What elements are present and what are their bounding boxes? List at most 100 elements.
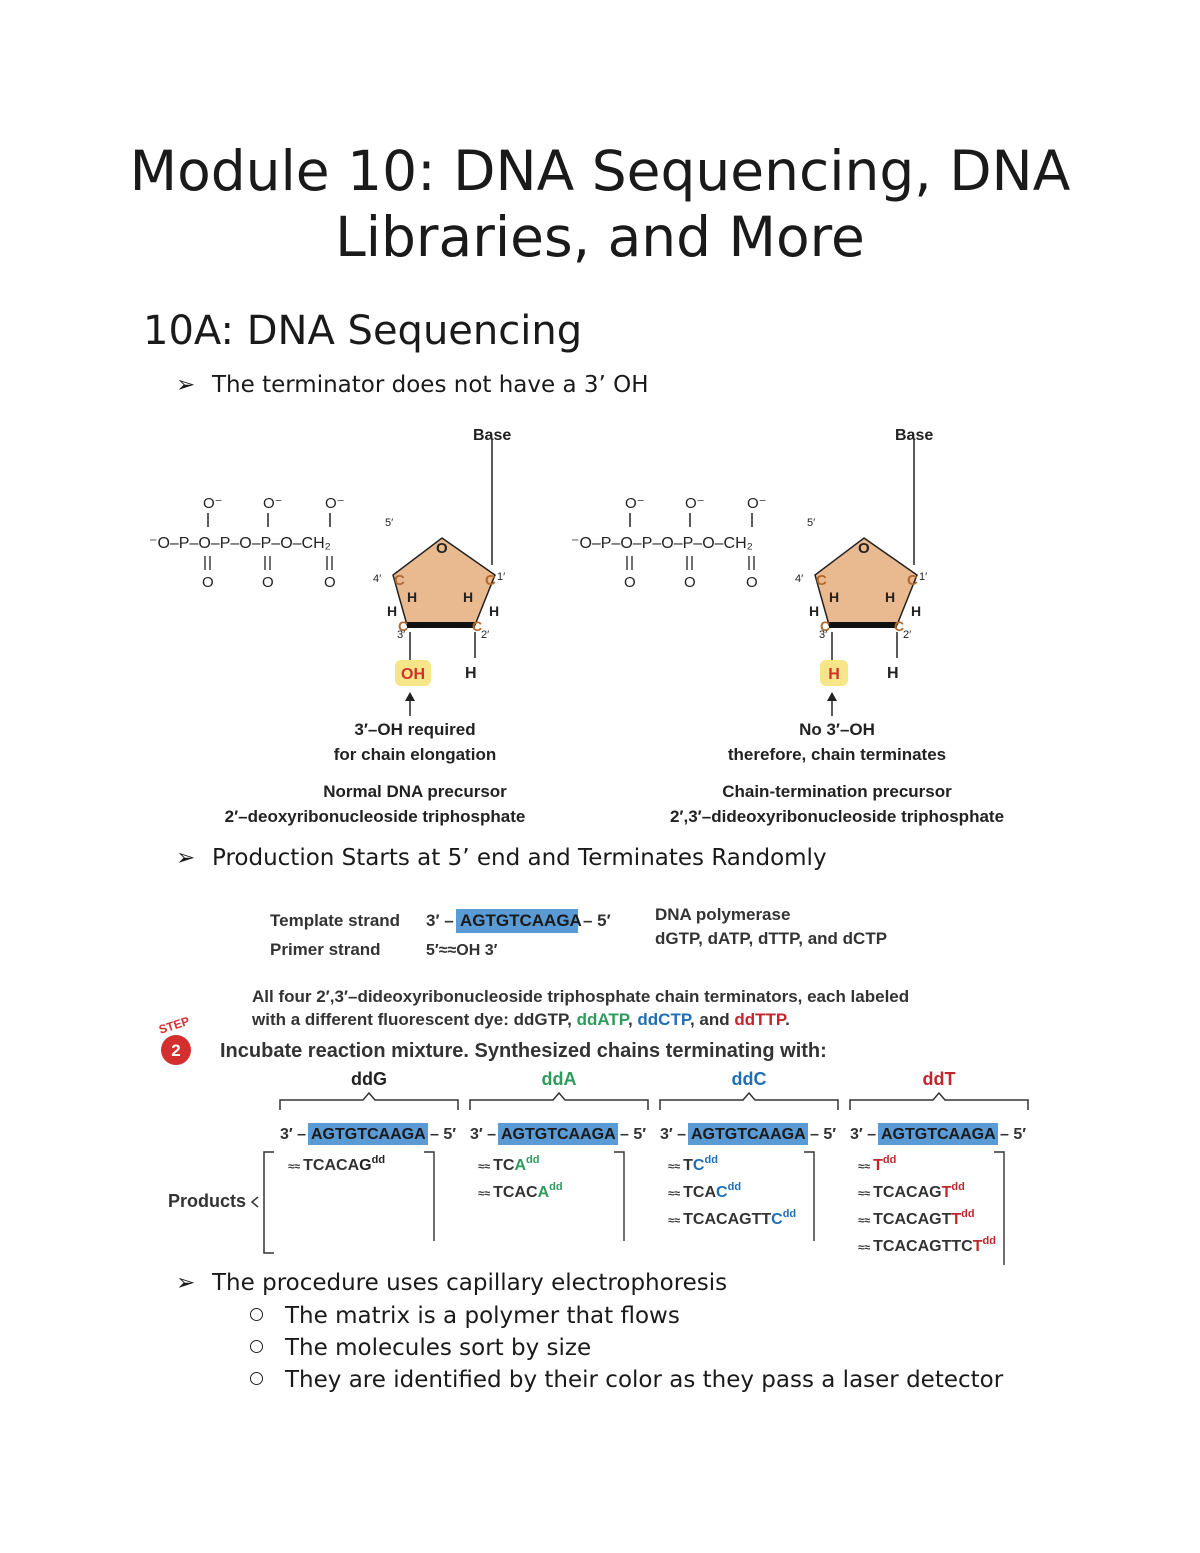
terminators-line-1: All four 2′,3′–dideoxyribonucleoside tri… xyxy=(252,987,909,1006)
o-minus-label: O⁻ xyxy=(263,495,283,512)
terminators-line-2: with a different fluorescent dye: ddGTP, xyxy=(251,1010,577,1029)
step-number: 2 xyxy=(171,1041,180,1060)
ddttp-label: ddTTP xyxy=(734,1010,787,1029)
svg-text:C: C xyxy=(820,618,830,634)
svg-text:1′: 1′ xyxy=(919,571,927,583)
ddatp-label: ddATP xyxy=(577,1010,630,1029)
svg-text:– 5′: – 5′ xyxy=(583,911,611,930)
template-highlight xyxy=(688,1123,808,1145)
oh-group-label: OH xyxy=(401,666,425,683)
product-sequence: ≈≈ TCACAGTTdd xyxy=(858,1208,975,1228)
products-bracket xyxy=(263,1151,274,1254)
svg-text:O: O xyxy=(858,540,870,557)
svg-text:C: C xyxy=(485,572,496,589)
svg-text:4′: 4′ xyxy=(373,573,381,585)
svg-text:H: H xyxy=(885,589,895,605)
primer-strand-label: Primer strand xyxy=(270,940,381,959)
product-sequence: ≈≈ TCdd xyxy=(668,1154,718,1174)
template-highlight xyxy=(878,1123,998,1145)
product-bracket xyxy=(614,1151,625,1241)
svg-text:C: C xyxy=(394,572,405,589)
template-sequence: AGTGTCAAGA xyxy=(311,1126,426,1143)
sub-bullet-2: The molecules sort by size xyxy=(250,1333,591,1363)
template-strand-label: Template strand xyxy=(270,911,400,930)
template-highlight xyxy=(498,1123,618,1145)
svg-text:H: H xyxy=(829,589,839,605)
product-sequence: ≈≈ TCAdd xyxy=(478,1154,539,1174)
svg-text:H: H xyxy=(465,665,477,682)
five-prime-label: – 5′ xyxy=(430,1126,456,1143)
bullet-production: ➢ Production Starts at 5’ end and Termina… xyxy=(176,843,827,873)
svg-text:5′: 5′ xyxy=(385,517,393,529)
svg-text:1′: 1′ xyxy=(497,571,505,583)
group-brace xyxy=(279,1091,459,1110)
svg-text:H: H xyxy=(489,603,499,619)
svg-text:O: O xyxy=(684,574,696,591)
base-label: Base xyxy=(895,427,933,444)
step-label: STEP xyxy=(157,1014,191,1037)
terminator-caption-2: therefore, chain terminates xyxy=(728,745,946,764)
arrow-bullet-icon: ➢ xyxy=(176,1270,196,1296)
bullet-text: Production Starts at 5’ end and Terminat… xyxy=(212,845,827,871)
product-sequence: ≈≈ TCACAGTTCTdd xyxy=(858,1235,996,1255)
template-sequence: AGTGTCAAGA xyxy=(881,1126,996,1143)
dna-polymerase-label: DNA polymerase xyxy=(655,905,790,924)
five-prime-label: – 5′ xyxy=(620,1126,646,1143)
arrow-bullet-icon: ➢ xyxy=(176,372,196,398)
product-sequence: ≈≈ TCACdd xyxy=(668,1181,741,1201)
svg-text:4′: 4′ xyxy=(795,573,803,585)
svg-text:2′: 2′ xyxy=(481,629,489,641)
svg-text:O: O xyxy=(324,574,336,591)
five-prime-label: – 5′ xyxy=(1000,1126,1026,1143)
bullet-text: The procedure uses capillary electrophor… xyxy=(212,1270,728,1296)
page-title: Module 10: DNA Sequencing, DNA Libraries… xyxy=(129,139,1071,269)
base-label: Base xyxy=(473,427,511,444)
svg-text:O: O xyxy=(262,574,274,591)
three-prime-label: 3′ – xyxy=(850,1126,876,1143)
o-minus-label: O⁻ xyxy=(203,495,223,512)
circle-bullet-icon xyxy=(250,1340,263,1353)
svg-text:H: H xyxy=(463,589,473,605)
five-prime-label: – 5′ xyxy=(810,1126,836,1143)
terminator-precursor-name: Chain-termination precursor xyxy=(722,782,952,801)
bullet-electrophoresis: ➢ The procedure uses capillary electropho… xyxy=(176,1268,727,1298)
product-sequence: ≈≈ TCACAGdd xyxy=(288,1154,385,1174)
template-highlight xyxy=(308,1123,428,1145)
template-sequence: AGTGTCAAGA xyxy=(691,1126,806,1143)
product-sequence: ≈≈ TCACAdd xyxy=(478,1181,563,1201)
dntps-label: dGTP, dATP, dTTP, and dCTP xyxy=(655,929,887,948)
product-bracket xyxy=(994,1151,1005,1265)
svg-text:with a different fluorescent d: with a different fluorescent dye: ddGTP,… xyxy=(251,1010,790,1029)
svg-text:C: C xyxy=(398,618,408,634)
step-text: Incubate reaction mixture. Synthesized c… xyxy=(220,1040,827,1062)
three-prime-label: 3′ – xyxy=(470,1126,496,1143)
h-group-label: H xyxy=(828,666,840,683)
svg-text:5′: 5′ xyxy=(807,517,815,529)
circle-bullet-icon xyxy=(250,1308,263,1321)
sub-bullet-text: The matrix is a polymer that flows xyxy=(285,1303,680,1329)
svg-text:3′: 3′ xyxy=(397,629,405,641)
sub-bullet-text: They are identified by their color as th… xyxy=(285,1367,1004,1393)
group-brace xyxy=(849,1091,1029,1110)
svg-text:H: H xyxy=(887,665,899,682)
svg-text:O: O xyxy=(436,540,448,557)
normal-precursor-formula: 2′–deoxyribonucleoside triphosphate xyxy=(225,807,526,826)
template-sequence: AGTGTCAAGA xyxy=(460,911,582,930)
svg-text:H: H xyxy=(809,603,819,619)
svg-text:⁻O–P–O–P–O–P–O–CH₂: ⁻O–P–O–P–O–P–O–CH₂ xyxy=(571,535,753,552)
bullet-terminator: ➢ The terminator does not have a 3’ OH xyxy=(176,370,649,400)
group-label: ddT xyxy=(923,1069,956,1089)
normal-precursor-name: Normal DNA precursor xyxy=(323,782,507,801)
bullet-text: The terminator does not have a 3’ OH xyxy=(212,372,649,398)
group-label: ddC xyxy=(732,1069,767,1089)
arrow-bullet-icon: ➢ xyxy=(176,845,196,871)
three-prime-label: 3′ – xyxy=(280,1126,306,1143)
svg-text:3′ –: 3′ – xyxy=(426,911,454,930)
product-sequence: ≈≈ TCACAGTTCdd xyxy=(668,1208,796,1228)
group-label: ddA xyxy=(542,1069,577,1089)
nucleotide-structure-figure: O⁻ O⁻ O⁻ ⁻O–P–O–P–O–P–O–CH₂ O O O 5′ 4′ … xyxy=(149,427,1004,826)
o-minus-label: O⁻ xyxy=(625,495,645,512)
